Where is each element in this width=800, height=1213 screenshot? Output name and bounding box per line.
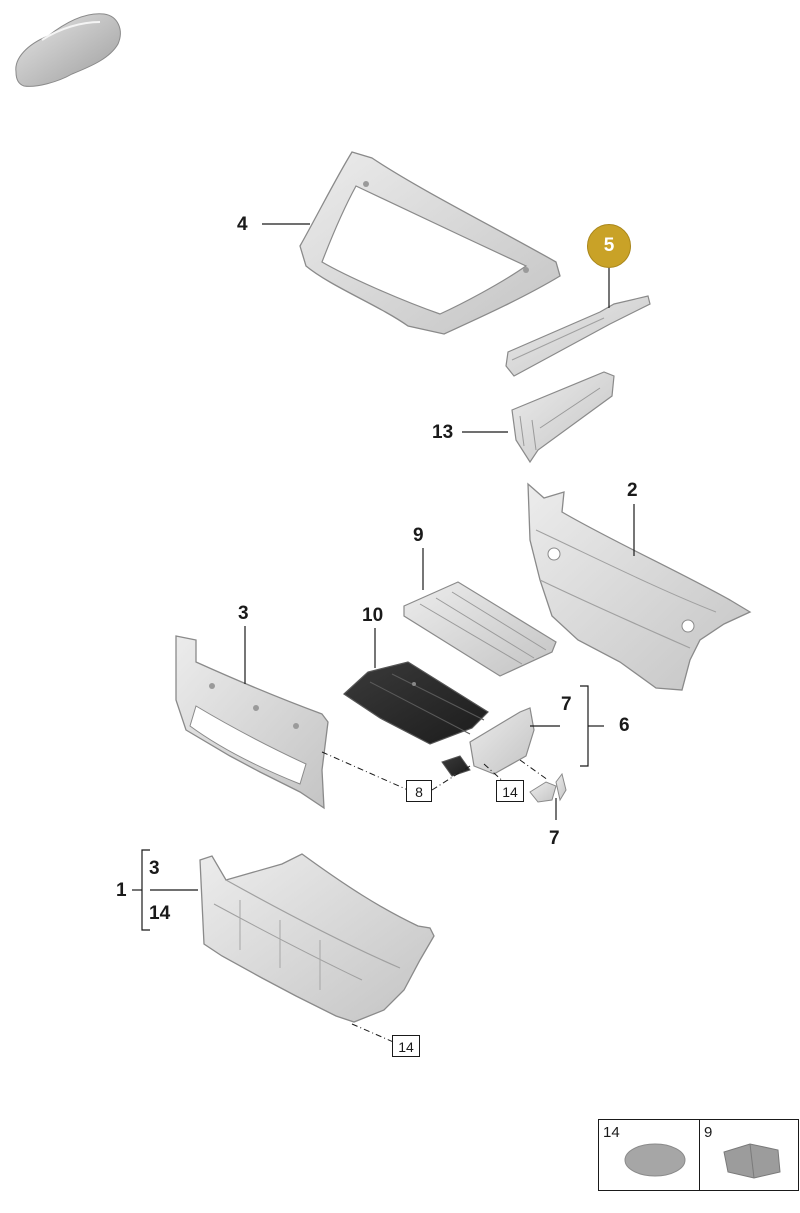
- callout-1-sub-3: 3: [149, 858, 160, 879]
- boxed-callout-14-middle: 14: [496, 780, 524, 802]
- part-1-floor-assembly: [199, 853, 435, 1023]
- callout-6: 6: [619, 715, 630, 736]
- part-4-frame-panel: [299, 151, 561, 335]
- part-10-floor-plate: [343, 661, 489, 745]
- callout-9: 9: [413, 525, 424, 546]
- part-2-rear-panel: [527, 482, 752, 691]
- callout-1: 1: [116, 880, 127, 901]
- oval-pad-icon: [624, 1143, 686, 1177]
- callout-7-upper: 7: [561, 694, 572, 715]
- legend-number-14: 14: [603, 1124, 620, 1141]
- boxed-callout-14-lower: 14: [392, 1035, 420, 1057]
- part-13-crossmember: [511, 371, 615, 464]
- dash-dot-lines: [321, 751, 549, 1045]
- callout-1-sub-14: 14: [149, 903, 171, 924]
- legend-cell-9: 9: [700, 1120, 799, 1190]
- callout-13: 13: [432, 422, 454, 443]
- callout-7-lower: 7: [549, 828, 560, 849]
- leader-lines: [132, 223, 635, 931]
- callout-10: 10: [362, 605, 384, 626]
- part-5-reinforcement-bar: [505, 295, 651, 377]
- legend-box: 14 9: [598, 1119, 799, 1191]
- callout-3: 3: [238, 603, 249, 624]
- part-9-ribbed-plate: [403, 581, 557, 677]
- part-6-bracket-assembly: [441, 707, 567, 803]
- callout-4: 4: [237, 214, 248, 235]
- legend-cell-14: 14: [599, 1120, 700, 1190]
- legend-number-9: 9: [704, 1124, 713, 1141]
- car-silhouette-icon: [15, 13, 121, 87]
- boxed-callout-8: 8: [406, 780, 432, 802]
- callout-2: 2: [627, 480, 638, 501]
- part-3-bulkhead-panel: [175, 635, 329, 810]
- callout-5-highlight[interactable]: 5: [587, 224, 631, 268]
- bracket-clip-icon: [723, 1143, 781, 1179]
